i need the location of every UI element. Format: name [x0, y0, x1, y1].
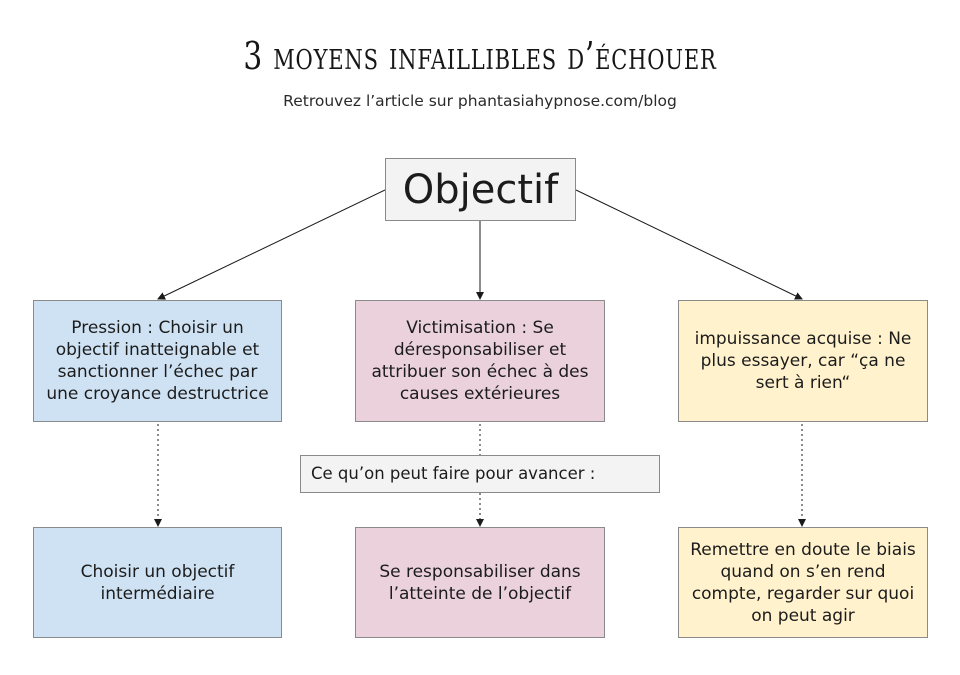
solution-box-remettre-en-doute: Remettre en doute le biais quand on s’en… [678, 527, 928, 638]
problem-text: impuissance acquise : Ne plus essayer, c… [694, 329, 912, 393]
objectif-node: Objectif [385, 158, 576, 221]
solution-text: Remettre en doute le biais quand on s’en… [690, 539, 916, 626]
arrow-objectif-to-pression [157, 189, 386, 300]
problem-text: Pression : Choisir un objectif inatteign… [46, 318, 269, 404]
problem-box-pression: Pression : Choisir un objectif inatteign… [33, 300, 282, 422]
diagram-title: 3 moyens infaillibles d’échouer [243, 34, 717, 78]
objectif-label: Objectif [402, 166, 559, 213]
solution-box-responsabiliser: Se responsabiliser dans l’atteinte de l’… [355, 527, 605, 638]
problem-text: Victimisation : Se déresponsabiliser et … [371, 318, 589, 404]
problem-box-impuissance: impuissance acquise : Ne plus essayer, c… [678, 300, 928, 422]
bridge-label: Ce qu’on peut faire pour avancer : [311, 464, 596, 483]
solution-text: Choisir un objectif intermédiaire [80, 561, 235, 604]
bridge-label-box: Ce qu’on peut faire pour avancer : [300, 455, 660, 493]
diagram-subtitle: Retrouvez l’article sur phantasiahypnose… [283, 92, 677, 110]
solution-text: Se responsabiliser dans l’atteinte de l’… [379, 561, 581, 604]
problem-box-victimisation: Victimisation : Se déresponsabiliser et … [355, 300, 605, 422]
arrow-objectif-to-impuissance [575, 189, 803, 300]
solution-box-objectif-intermediaire: Choisir un objectif intermédiaire [33, 527, 282, 638]
